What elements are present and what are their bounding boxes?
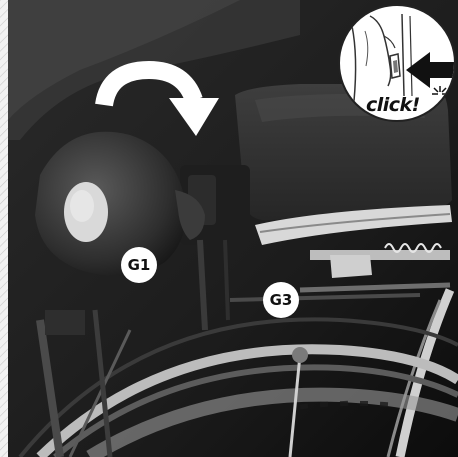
clockwise-rotation-arrow-icon xyxy=(84,50,224,145)
click-caption: click! xyxy=(366,94,420,116)
click-detail-inset: click! xyxy=(338,4,456,122)
label-g3: G3 xyxy=(263,282,299,318)
label-g1: G1 xyxy=(121,247,157,283)
click-sparkle-icon xyxy=(428,84,452,104)
